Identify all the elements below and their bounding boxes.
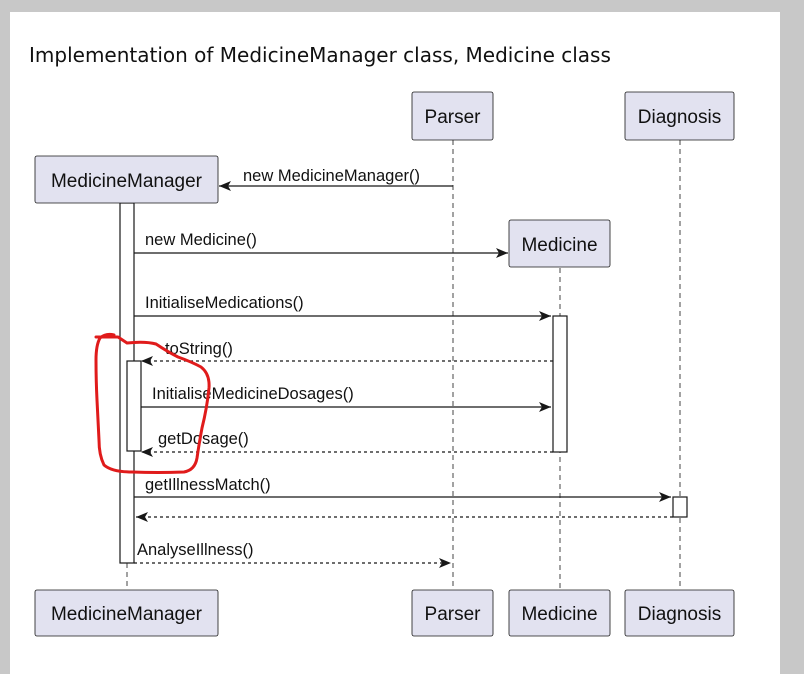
participant-diagnosis-bottom: Diagnosis	[624, 589, 735, 637]
message-analyse-illness: AnalyseIllness()	[134, 541, 451, 568]
message-get-dosage: getDosage()	[141, 430, 553, 457]
activation-diagnosis	[672, 496, 688, 518]
participant-parser-top: Parser	[411, 91, 494, 141]
activation-medicine-manager-nested	[126, 360, 142, 452]
participant-medicine-manager-bottom: MedicineManager	[34, 589, 219, 637]
participant-medicine-manager-label: MedicineManager	[51, 604, 203, 625]
message-label: InitialiseMedicineDosages()	[152, 385, 354, 403]
participant-diagnosis-top: Diagnosis	[624, 91, 735, 141]
message-label: toString()	[165, 340, 233, 358]
participant-parser-label: Parser	[425, 604, 482, 625]
message-new-medicine: new Medicine()	[134, 231, 508, 258]
message-label: getIllnessMatch()	[145, 476, 271, 494]
participant-medicine-bottom: Medicine	[508, 589, 611, 637]
message-initialise-medications: InitialiseMedications()	[134, 294, 551, 321]
participant-parser-bottom: Parser	[411, 589, 494, 637]
message-new-medicine-manager: new MedicineManager()	[219, 167, 453, 191]
participant-parser-label: Parser	[425, 107, 482, 128]
message-to-string: toString()	[141, 340, 553, 366]
message-label: AnalyseIllness()	[137, 541, 253, 559]
participant-medicine-label: Medicine	[521, 235, 597, 256]
participant-medicine-manager-label: MedicineManager	[51, 171, 203, 192]
message-label: InitialiseMedications()	[145, 294, 304, 312]
participant-diagnosis-label: Diagnosis	[638, 604, 721, 625]
red-highlight-annotation	[94, 332, 211, 474]
message-label: new MedicineManager()	[243, 167, 420, 185]
participant-medicine-created: Medicine	[508, 219, 611, 268]
section-heading: Implementation of MedicineManager class,…	[29, 43, 611, 67]
participant-medicine-manager-top: MedicineManager	[34, 155, 219, 204]
message-label: new Medicine()	[145, 231, 257, 249]
activation-medicine	[552, 315, 568, 453]
message-initialise-medicine-dosages: InitialiseMedicineDosages()	[141, 385, 551, 412]
participant-medicine-label: Medicine	[521, 604, 597, 625]
message-get-illness-match: getIllnessMatch()	[134, 476, 671, 502]
participant-diagnosis-label: Diagnosis	[638, 107, 721, 128]
message-label: getDosage()	[158, 430, 249, 448]
